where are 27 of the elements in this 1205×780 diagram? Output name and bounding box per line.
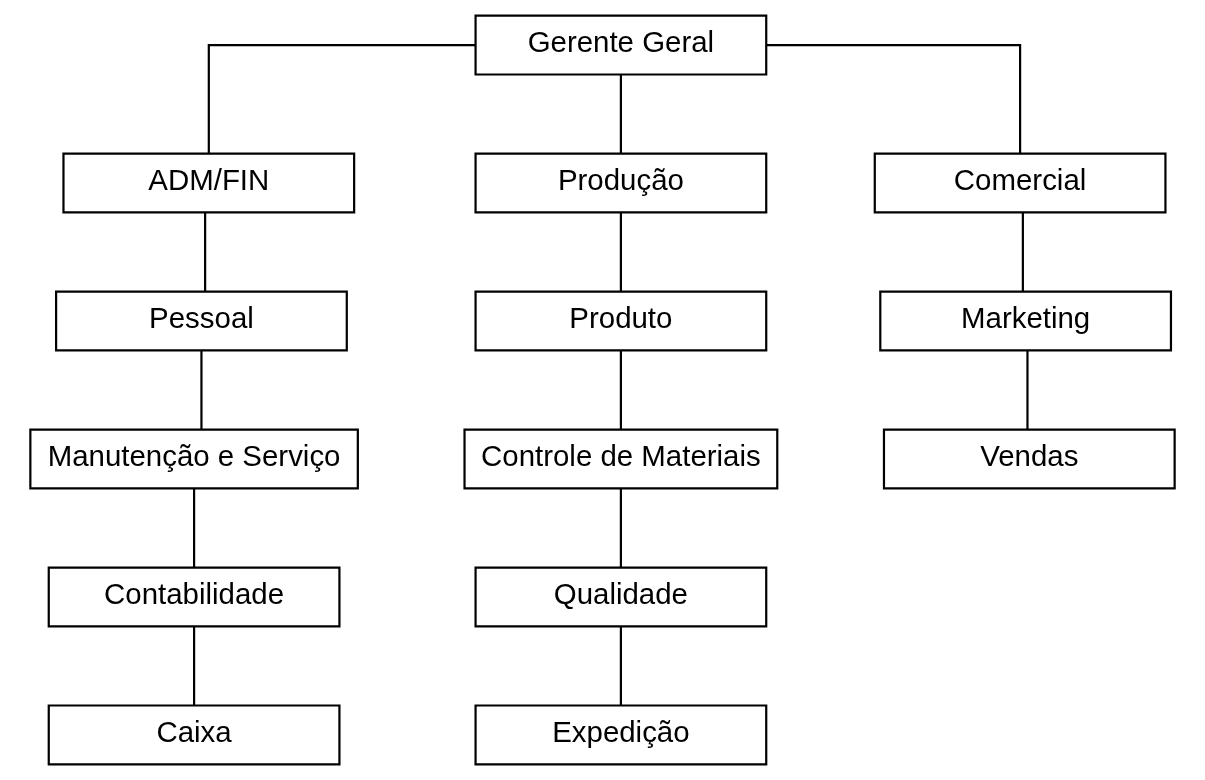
connector [1026, 350, 1029, 430]
node-box: Produto [474, 290, 768, 352]
node-box: Vendas [882, 428, 1176, 490]
node-box: Marketing [879, 290, 1173, 352]
connector [619, 626, 622, 706]
connector [193, 488, 196, 568]
node-box: Manutenção e Serviço [29, 428, 359, 490]
node-box: Qualidade [474, 566, 768, 628]
connector [193, 626, 196, 706]
node-box: Pessoal [55, 290, 348, 352]
node-box: Contabilidade [47, 566, 341, 628]
connector [204, 212, 207, 292]
node-box: Expedição [474, 704, 768, 766]
connector [619, 75, 622, 154]
connector [207, 43, 476, 154]
connector [200, 350, 203, 430]
connector [1021, 212, 1024, 292]
node-box: Gerente Geral [474, 14, 768, 76]
connector [619, 350, 622, 430]
node-box: Produção [474, 152, 768, 214]
node-box: Caixa [47, 704, 341, 766]
node-box: ADM/FIN [62, 152, 356, 214]
node-box: Comercial [873, 152, 1167, 214]
connector [766, 43, 1022, 154]
connector [619, 488, 622, 568]
connector [619, 212, 622, 292]
node-box: Controle de Materiais [463, 428, 779, 490]
